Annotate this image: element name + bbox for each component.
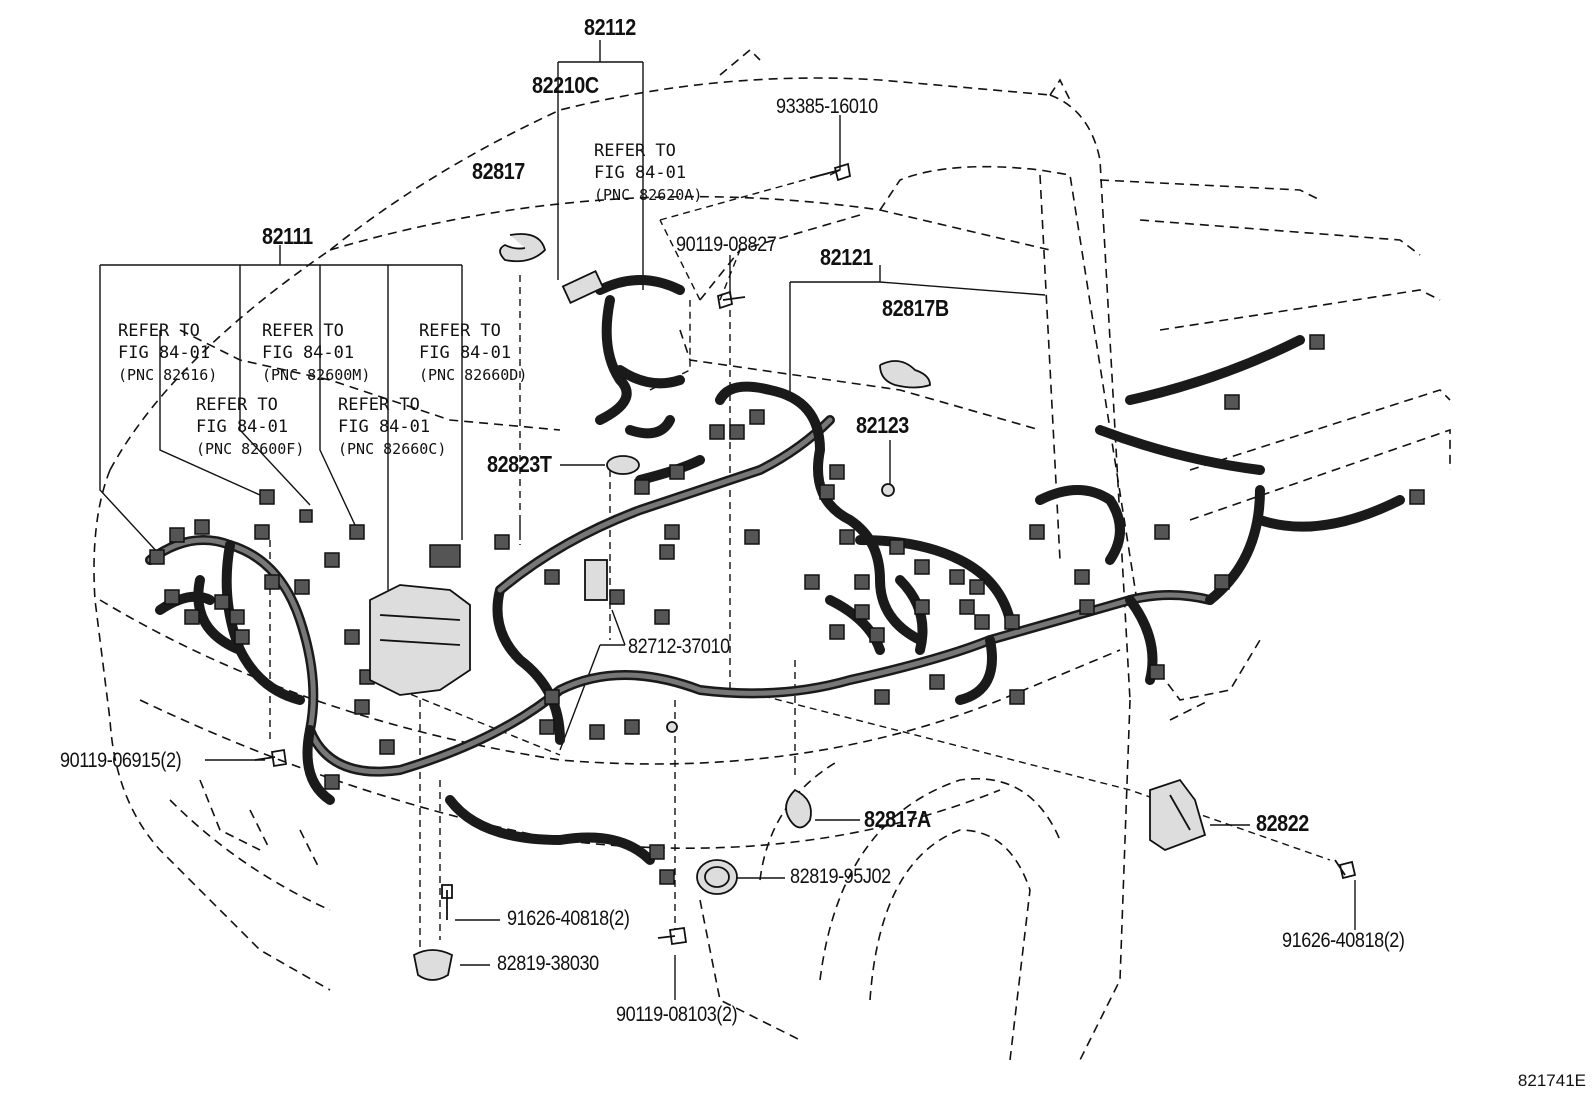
label-90119-08827: 90119-08827 (676, 233, 777, 256)
label-82121: 82121 (820, 244, 873, 270)
label-82817a: 82817A (864, 806, 931, 832)
label-82819-95j02: 82819-95J02 (790, 865, 891, 888)
label-82822: 82822 (1256, 810, 1309, 836)
label-91626-40818-right: 91626-40818(2) (1282, 929, 1405, 952)
label-82817: 82817 (472, 158, 525, 184)
label-93385-16010: 93385-16010 (776, 95, 878, 118)
label-82123: 82123 (856, 412, 909, 438)
label-82712-37010: 82712-37010 (628, 635, 730, 658)
parts (254, 162, 1357, 981)
label-82111: 82111 (262, 223, 313, 249)
label-91626-40818-center: 91626-40818(2) (507, 907, 630, 930)
label-82817b: 82817B (882, 295, 949, 321)
figure-code: 821741E (1517, 1071, 1586, 1090)
label-82819-38030: 82819-38030 (497, 952, 599, 975)
label-82112: 82112 (584, 14, 636, 40)
leader-lines (99, 40, 1356, 1000)
label-90119-08103: 90119-08103(2) (616, 1003, 738, 1026)
label-90119-06915: 90119-06915(2) (60, 749, 182, 772)
connectors (149, 334, 1425, 885)
wire-harness (145, 275, 1405, 865)
label-82823t: 82823T (487, 451, 552, 477)
label-82210c: 82210C (532, 72, 599, 98)
